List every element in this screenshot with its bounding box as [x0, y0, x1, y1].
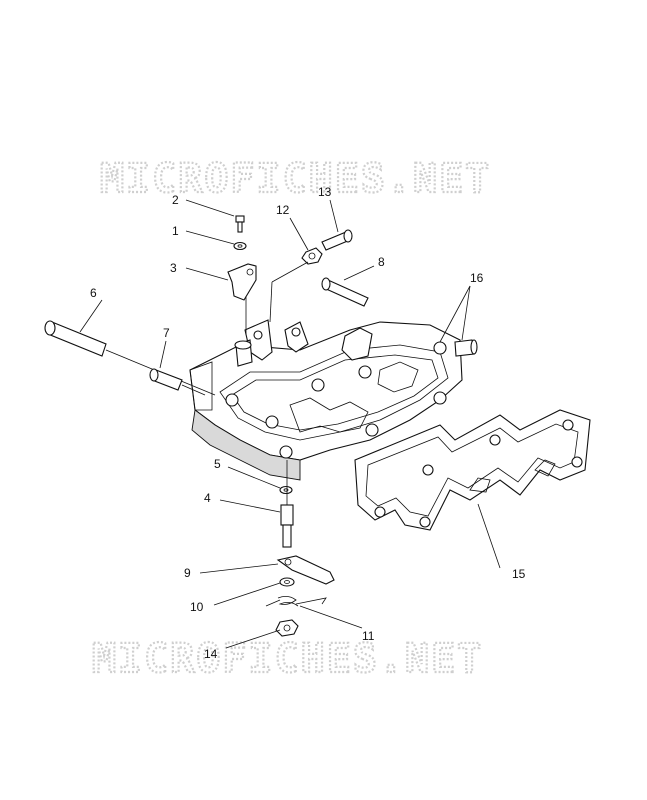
- bracket-part-3: [227, 263, 257, 335]
- callout-15: 15: [512, 567, 526, 581]
- watermark-top: MICROFICHES.NET: [100, 156, 491, 202]
- callout-9: 9: [184, 566, 191, 580]
- callout-3: 3: [170, 261, 177, 275]
- leader-lines: [79, 199, 501, 649]
- bolt-part-13: [321, 229, 353, 251]
- bolt-part-6: [44, 320, 216, 396]
- bolt-part-8: [321, 277, 369, 307]
- callout-labels: 1 2 3 4 5 6 7 8 9 10 11 12 13 14 15 16: [90, 185, 526, 661]
- callout-4: 4: [204, 491, 211, 505]
- shaft-part-4: [280, 460, 294, 548]
- lever-part-9: [276, 555, 335, 585]
- callout-8: 8: [378, 255, 385, 269]
- bolt-part-7: [149, 368, 206, 396]
- nut-part-12: [301, 247, 323, 265]
- spring-part-11: [265, 596, 327, 607]
- bushing-part-10: [279, 577, 295, 587]
- callout-16: 16: [470, 271, 484, 285]
- callout-13: 13: [318, 185, 332, 199]
- watermark-bottom: MICROFICHES.NET: [92, 636, 483, 682]
- nut-part-14: [275, 619, 299, 637]
- washer-part-5: [279, 485, 293, 495]
- callout-12: 12: [276, 203, 290, 217]
- gasket-part-15: [354, 409, 591, 531]
- callout-5: 5: [214, 457, 221, 471]
- callout-10: 10: [190, 600, 204, 614]
- screw-part-2: [235, 215, 245, 233]
- callout-7: 7: [163, 326, 170, 340]
- callout-2: 2: [172, 193, 179, 207]
- manifold-body: [189, 319, 463, 481]
- stud-part-16: [454, 339, 478, 357]
- callout-1: 1: [172, 224, 179, 238]
- callout-14: 14: [204, 647, 218, 661]
- callout-11: 11: [362, 629, 375, 643]
- callout-6: 6: [90, 286, 97, 300]
- washer-part-1: [233, 241, 247, 251]
